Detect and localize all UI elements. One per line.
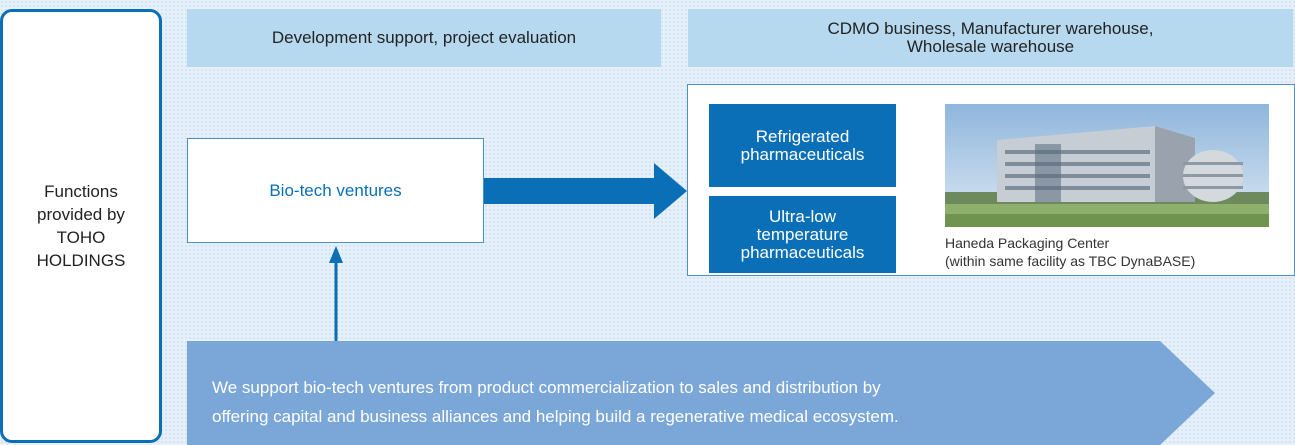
building-photo — [945, 104, 1269, 227]
development-label: Development support, project evaluation — [271, 28, 577, 47]
biotech-ventures-box: Bio-tech ventures — [187, 138, 484, 243]
cdmo-label-line1: CDMO business, Manufacturer warehouse, — [827, 19, 1154, 38]
refrigerated-box: Refrigerated pharmaceuticals — [709, 104, 896, 187]
ultralow-line1: Ultra-low — [768, 206, 837, 226]
ultra-low-box: Ultra-low temperature pharmaceuticals — [709, 196, 896, 273]
ultralow-line3: pharmaceuticals — [740, 242, 865, 262]
support-description: We support bio-tech ventures from produc… — [212, 373, 1162, 431]
photo-caption-line2: (within same facility as TBC DynaBASE) — [945, 253, 1196, 269]
right-arrow-head — [654, 163, 687, 219]
support-line1: We support bio-tech ventures from produc… — [212, 378, 881, 397]
photo-caption-line1: Haneda Packaging Center — [945, 235, 1110, 251]
functions-label: Functions provided by TOHO HOLDINGS — [36, 182, 126, 270]
cdmo-label-line2: Wholesale warehouse — [906, 37, 1075, 56]
support-line2: offering capital and business alliances … — [212, 407, 899, 426]
biotech-label: Bio-tech ventures — [269, 180, 402, 200]
development-band: Development support, project evaluation — [187, 9, 661, 67]
refrigerated-line1: Refrigerated — [755, 126, 850, 146]
cdmo-band: CDMO business, Manufacturer warehouse, W… — [688, 9, 1293, 67]
refrigerated-line2: pharmaceuticals — [740, 144, 865, 164]
ultralow-line2: temperature — [756, 224, 849, 244]
up-arrow-head — [329, 246, 343, 263]
right-arrow-body — [484, 178, 654, 204]
functions-panel: Functions provided by TOHO HOLDINGS — [0, 9, 162, 443]
